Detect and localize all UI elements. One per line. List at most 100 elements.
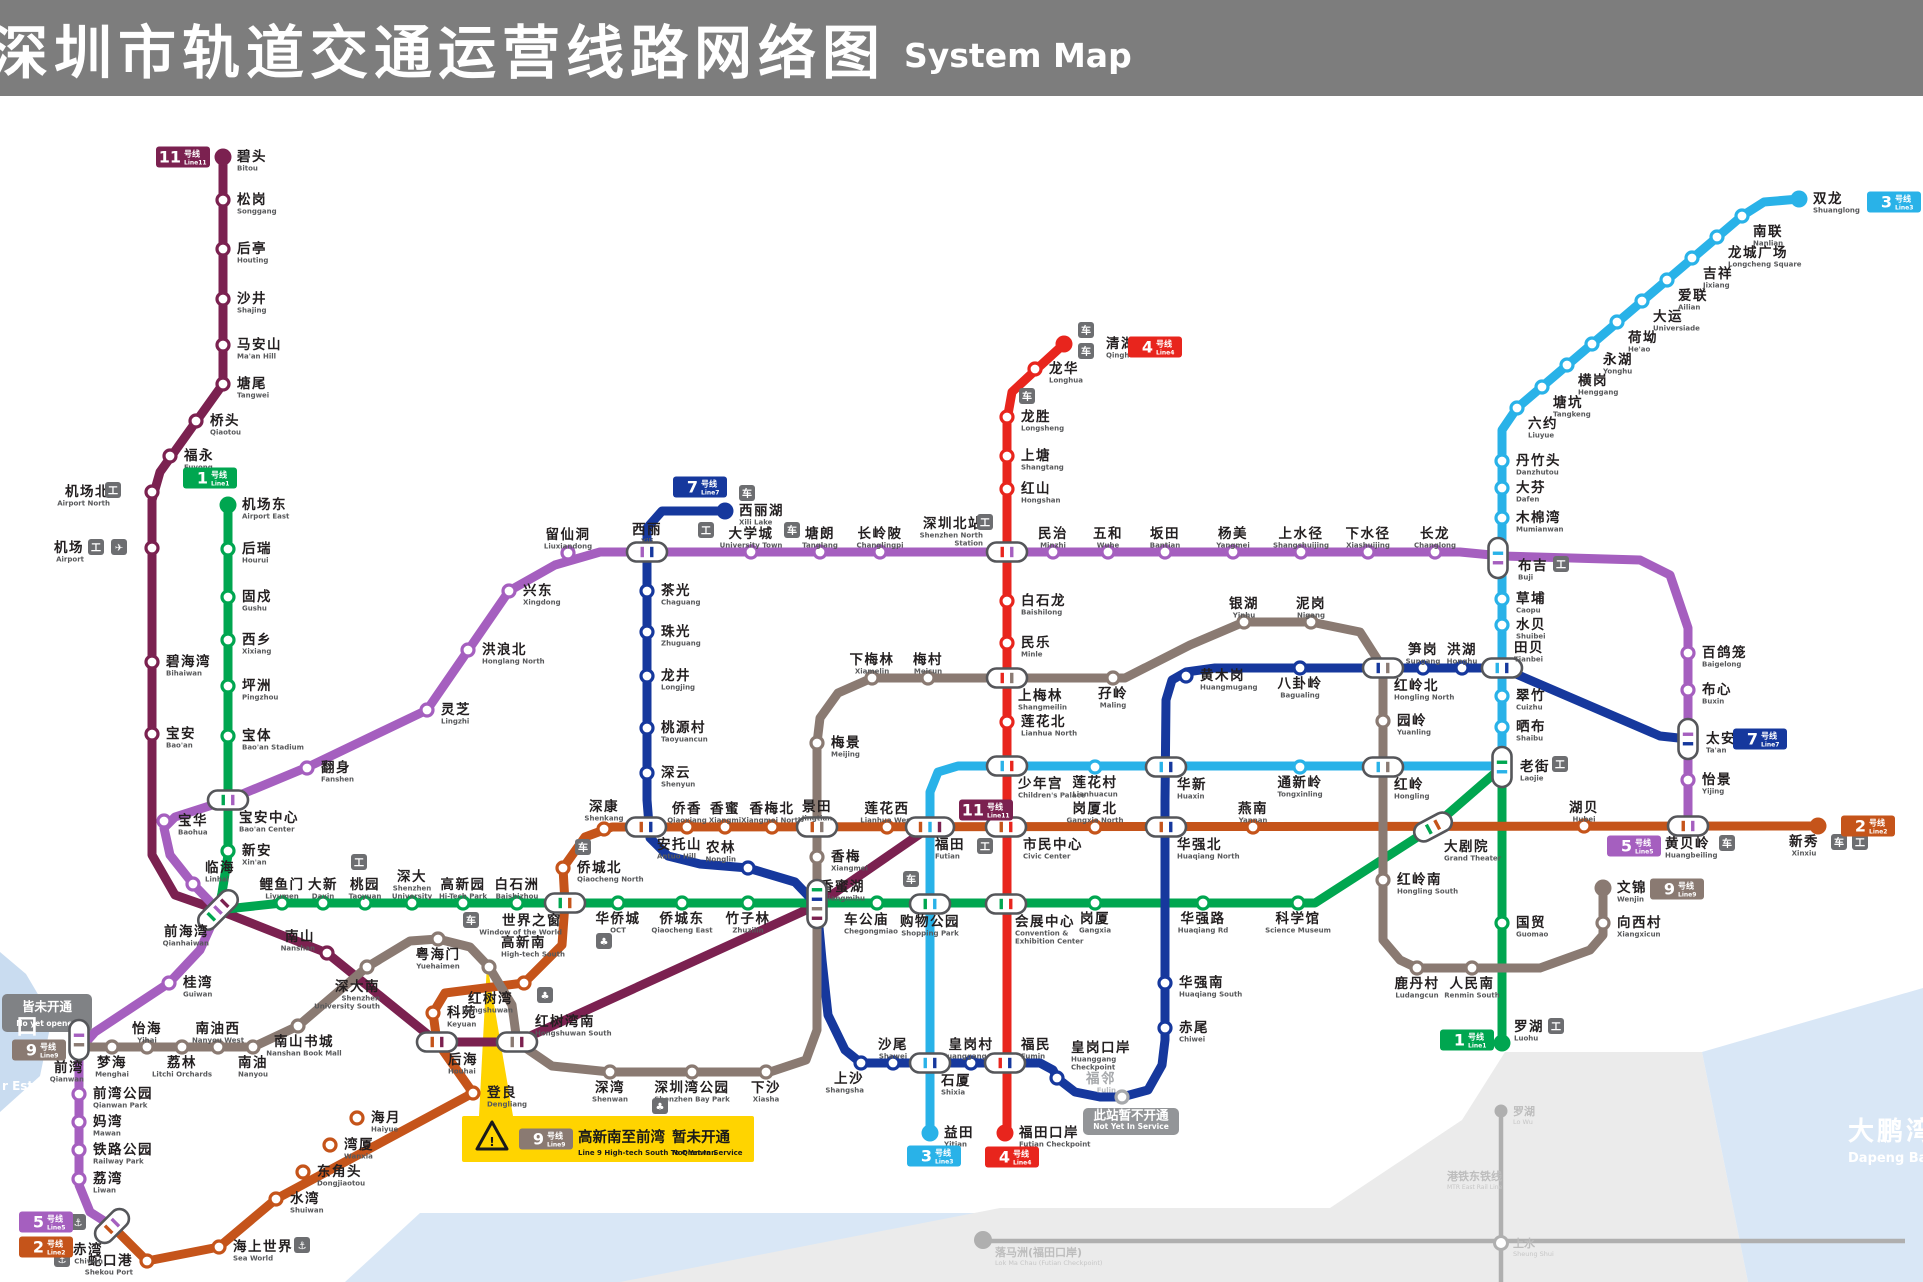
bus-icon: 车 bbox=[784, 522, 800, 538]
svg-text:Dengliang: Dengliang bbox=[487, 1101, 527, 1109]
svg-text:侨城东: 侨城东 bbox=[659, 910, 705, 927]
svg-text:香梅北: 香梅北 bbox=[749, 800, 795, 817]
svg-text:He'ao: He'ao bbox=[1628, 346, 1650, 354]
svg-text:松岗: 松岗 bbox=[237, 191, 267, 208]
svg-text:老街: 老街 bbox=[1520, 758, 1550, 775]
svg-text:福民: 福民 bbox=[1020, 1036, 1051, 1053]
svg-text:Shangshuijing: Shangshuijing bbox=[1273, 542, 1329, 550]
svg-text:Hubei: Hubei bbox=[1573, 816, 1596, 824]
svg-text:11: 11 bbox=[962, 801, 984, 820]
svg-text:Ailian: Ailian bbox=[1678, 304, 1700, 312]
svg-text:Xiamelin: Xiamelin bbox=[855, 668, 889, 676]
svg-text:Bihaiwan: Bihaiwan bbox=[166, 670, 202, 678]
svg-text:Shawei: Shawei bbox=[879, 1053, 907, 1061]
svg-text:3: 3 bbox=[1881, 193, 1892, 212]
svg-text:Huangbeiling: Huangbeiling bbox=[1665, 852, 1718, 860]
svg-text:OCT: OCT bbox=[610, 927, 626, 935]
svg-text:桥头: 桥头 bbox=[210, 412, 240, 429]
svg-text:梅村: 梅村 bbox=[913, 651, 943, 668]
svg-text:百鸽笼: 百鸽笼 bbox=[1702, 644, 1747, 661]
svg-text:⚓: ⚓ bbox=[298, 1241, 307, 1252]
svg-text:留仙洞: 留仙洞 bbox=[546, 526, 591, 543]
svg-text:Shekou Port: Shekou Port bbox=[85, 1269, 134, 1277]
svg-text:号线: 号线 bbox=[1468, 1032, 1484, 1042]
svg-text:Children's Palace: Children's Palace bbox=[1018, 792, 1086, 800]
water-label-1: 口 bbox=[16, 1015, 38, 1040]
svg-text:上梅林: 上梅林 bbox=[1018, 687, 1063, 704]
svg-text:Meicun: Meicun bbox=[914, 668, 942, 676]
svg-text:11: 11 bbox=[159, 148, 181, 167]
svg-text:Liuyue: Liuyue bbox=[1528, 432, 1554, 440]
svg-text:深云: 深云 bbox=[661, 764, 691, 781]
svg-text:高新南至前湾: 高新南至前湾 bbox=[578, 1128, 665, 1146]
svg-text:后瑞: 后瑞 bbox=[242, 540, 272, 557]
svg-text:No yet opened: No yet opened bbox=[16, 1019, 78, 1028]
svg-text:木棉湾: 木棉湾 bbox=[1515, 509, 1561, 526]
svg-text:南油西: 南油西 bbox=[196, 1020, 241, 1037]
svg-text:Fulin: Fulin bbox=[1097, 1087, 1116, 1095]
svg-text:罗湖: 罗湖 bbox=[1514, 1019, 1544, 1035]
svg-text:Not Yet In Service: Not Yet In Service bbox=[672, 1149, 743, 1157]
svg-text:Shuiwan: Shuiwan bbox=[290, 1207, 324, 1215]
svg-text:4: 4 bbox=[999, 1148, 1010, 1167]
svg-text:Shaibu: Shaibu bbox=[1516, 735, 1543, 743]
svg-text:Sea World: Sea World bbox=[233, 1255, 273, 1263]
svg-text:Tangkeng: Tangkeng bbox=[1553, 411, 1591, 419]
svg-text:Tianbei: Tianbei bbox=[1514, 656, 1543, 664]
svg-text:Lianhuacun: Lianhuacun bbox=[1072, 791, 1117, 799]
svg-text:前海湾: 前海湾 bbox=[164, 923, 209, 940]
svg-text:黄木岗: 黄木岗 bbox=[1200, 667, 1245, 684]
svg-text:高新南: 高新南 bbox=[501, 934, 546, 951]
svg-text:Huanggangcun: Huanggangcun bbox=[941, 1053, 1000, 1061]
svg-text:Qianwan Park: Qianwan Park bbox=[93, 1102, 148, 1110]
svg-text:Lo Wu: Lo Wu bbox=[1513, 1118, 1533, 1126]
svg-text:塘坑: 塘坑 bbox=[1553, 394, 1583, 411]
rail-icon: 工 bbox=[977, 838, 993, 854]
svg-text:Xiangxicun: Xiangxicun bbox=[1617, 931, 1661, 939]
svg-text:Line11: Line11 bbox=[184, 160, 207, 167]
svg-text:梅景: 梅景 bbox=[831, 734, 861, 751]
svg-text:Gangxia: Gangxia bbox=[1079, 927, 1111, 935]
svg-text:号线: 号线 bbox=[211, 470, 227, 480]
svg-text:向西村: 向西村 bbox=[1617, 914, 1662, 931]
svg-text:Shangmeilin: Shangmeilin bbox=[1018, 704, 1067, 712]
svg-text:民治: 民治 bbox=[1038, 525, 1068, 542]
svg-text:侨香: 侨香 bbox=[671, 800, 702, 817]
svg-text:Line7: Line7 bbox=[701, 490, 719, 497]
svg-text:会展中心: 会展中心 bbox=[1015, 913, 1075, 930]
svg-text:车: 车 bbox=[742, 487, 752, 500]
svg-text:Qiaocheng North: Qiaocheng North bbox=[577, 876, 644, 884]
svg-text:车: 车 bbox=[1081, 324, 1091, 337]
water-dapeng-bay bbox=[1702, 988, 1923, 1282]
hk-station-lok-ma-chau-futian-checkpoint: 落马洲(福田口岸)Lok Ma Chau (Futian Checkpoint) bbox=[974, 1231, 1102, 1267]
svg-text:梦海: 梦海 bbox=[97, 1054, 127, 1071]
svg-text:Shenzhen North: Shenzhen North bbox=[920, 532, 983, 540]
svg-text:Litchi Orchards: Litchi Orchards bbox=[152, 1071, 212, 1079]
svg-text:皇岗村: 皇岗村 bbox=[949, 1036, 994, 1053]
